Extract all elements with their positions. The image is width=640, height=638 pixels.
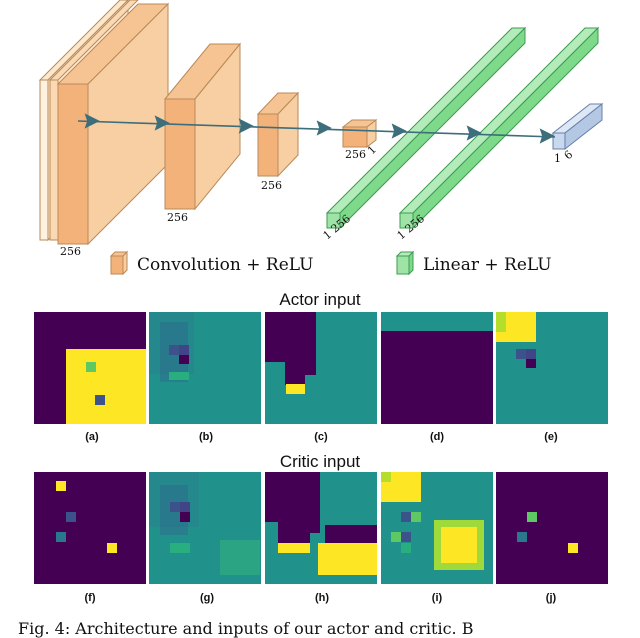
critic-panel-h bbox=[265, 472, 377, 584]
conv2-dim-label: 256 bbox=[167, 211, 188, 224]
actor-label-b: (b) bbox=[199, 431, 213, 443]
conv4-dim-label-b: 1 bbox=[365, 143, 379, 157]
actor-panel-b bbox=[149, 312, 261, 424]
actor-panel-e bbox=[496, 312, 608, 424]
critic-label-j: (j) bbox=[546, 592, 557, 604]
critic-label-h: (h) bbox=[315, 592, 329, 604]
critic-input-heading: Critic input bbox=[280, 452, 361, 471]
conv-block-4 bbox=[341, 118, 378, 149]
critic-label-i: (i) bbox=[432, 592, 443, 604]
actor-panel-c bbox=[265, 312, 377, 424]
out-dim-label-b: 6 bbox=[562, 148, 576, 162]
actor-label-d: (d) bbox=[430, 431, 444, 443]
critic-panel-f bbox=[34, 472, 146, 584]
out-dim-label-a: 1 bbox=[554, 152, 561, 165]
legend: Convolution + ReLU Linear + ReLU bbox=[109, 250, 552, 276]
actor-label-a: (a) bbox=[85, 431, 99, 443]
critic-label-g: (g) bbox=[200, 592, 214, 604]
actor-input-heading: Actor input bbox=[279, 290, 361, 309]
critic-panel-g bbox=[149, 472, 261, 584]
linear-block-2 bbox=[398, 26, 600, 230]
flow-arrows bbox=[77, 113, 556, 144]
conv-block-3 bbox=[256, 91, 300, 178]
conv1-dim-label: 256 bbox=[60, 245, 81, 258]
linear-block-1 bbox=[325, 26, 527, 230]
conv4-dim-label: 256 bbox=[345, 148, 366, 161]
figure-caption: Fig. 4: Architecture and inputs of our a… bbox=[18, 619, 473, 638]
actor-panel-a bbox=[34, 312, 146, 424]
actor-label-c: (c) bbox=[314, 431, 328, 443]
actor-label-e: (e) bbox=[544, 431, 558, 443]
critic-panel-i bbox=[381, 472, 493, 584]
conv-legend-swatch bbox=[109, 250, 129, 276]
architecture-diagram: 256 256 256 256 1 1 256 1 256 1 6 bbox=[38, 0, 604, 258]
output-block bbox=[551, 102, 604, 151]
critic-label-f: (f) bbox=[85, 592, 96, 604]
conv3-dim-label: 256 bbox=[261, 179, 282, 192]
conv-block-2 bbox=[163, 42, 242, 211]
conv-block-1 bbox=[56, 2, 170, 246]
actor-panel-d bbox=[381, 312, 493, 424]
linear-legend-label: Linear + ReLU bbox=[423, 255, 552, 275]
critic-panel-j bbox=[496, 472, 608, 584]
linear-legend-swatch bbox=[395, 250, 415, 276]
conv-legend-label: Convolution + ReLU bbox=[137, 255, 313, 275]
